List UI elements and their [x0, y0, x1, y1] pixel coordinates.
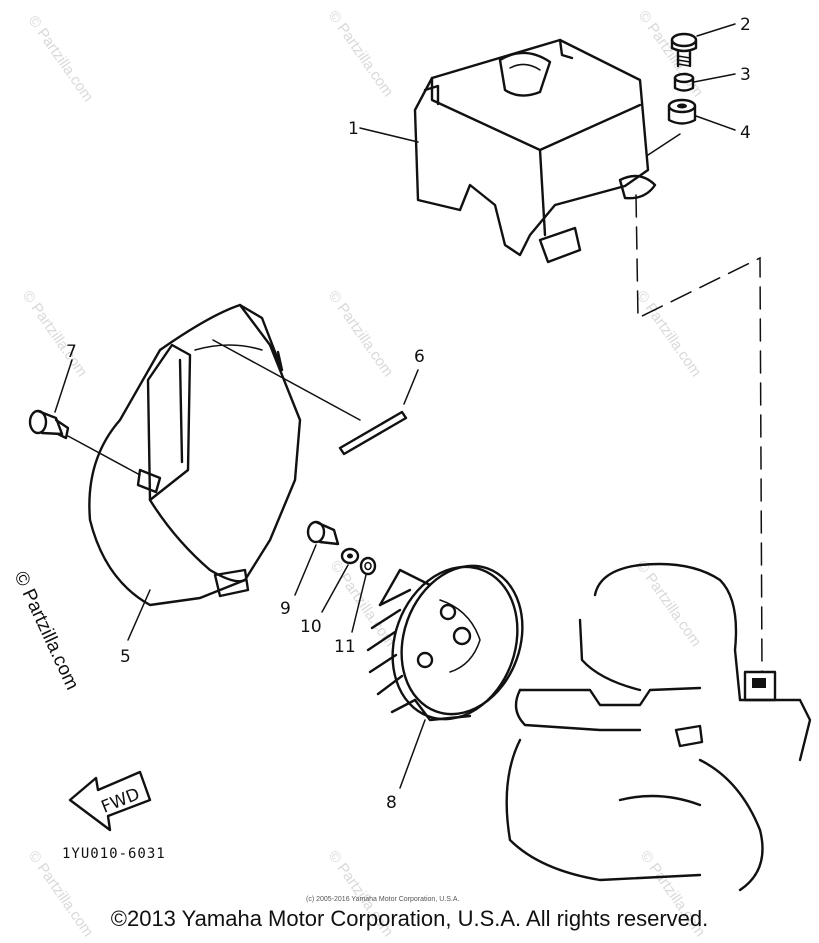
callout-5: 5 — [120, 647, 131, 667]
callout-4: 4 — [740, 123, 751, 143]
part-10-washer — [340, 547, 360, 565]
part-9-bolt — [306, 520, 340, 546]
copyright-notice: ©2013 Yamaha Motor Corporation, U.S.A. A… — [110, 906, 709, 931]
diagram-code: 1YU010-6031 — [62, 846, 166, 862]
part-5-fan-housing — [88, 303, 302, 607]
callout-6: 6 — [414, 347, 425, 367]
callout-9: 9 — [280, 599, 291, 619]
fine-print: (c) 2005-2016 Yamaha Motor Corporation, … — [306, 896, 459, 903]
part-7-bolt — [28, 409, 70, 440]
part-3-collar — [673, 72, 695, 92]
callouts: 1 2 3 4 5 6 7 8 9 10 11 — [66, 15, 751, 813]
part-4-grommet — [667, 98, 697, 125]
callout-11: 11 — [334, 637, 356, 657]
part-8-flywheel — [366, 564, 524, 722]
fwd-arrow-icon: FWD — [68, 770, 152, 832]
callout-2: 2 — [740, 15, 751, 35]
watermark-left: © Partzilla.com — [9, 568, 82, 693]
watermark: © Partzilla.com — [635, 8, 707, 101]
watermark: © Partzilla.com — [19, 288, 91, 381]
part-2-bolt — [670, 32, 698, 68]
watermark: © Partzilla.com — [633, 558, 705, 651]
watermark: © Partzilla.com — [633, 288, 705, 381]
callout-10: 10 — [300, 617, 322, 637]
callout-7: 7 — [66, 342, 77, 362]
engine-block — [505, 562, 812, 892]
leader-lines — [54, 23, 763, 789]
callout-8: 8 — [386, 793, 397, 813]
callout-1: 1 — [348, 119, 359, 139]
part-1-shroud — [413, 38, 657, 264]
watermark: © Partzilla.com — [325, 8, 397, 101]
watermark: © Partzilla.com — [25, 13, 97, 106]
callout-3: 3 — [740, 65, 751, 85]
watermark: © Partzilla.com — [325, 288, 397, 381]
part-6-pin — [338, 410, 408, 456]
part-11-washer — [359, 556, 377, 576]
